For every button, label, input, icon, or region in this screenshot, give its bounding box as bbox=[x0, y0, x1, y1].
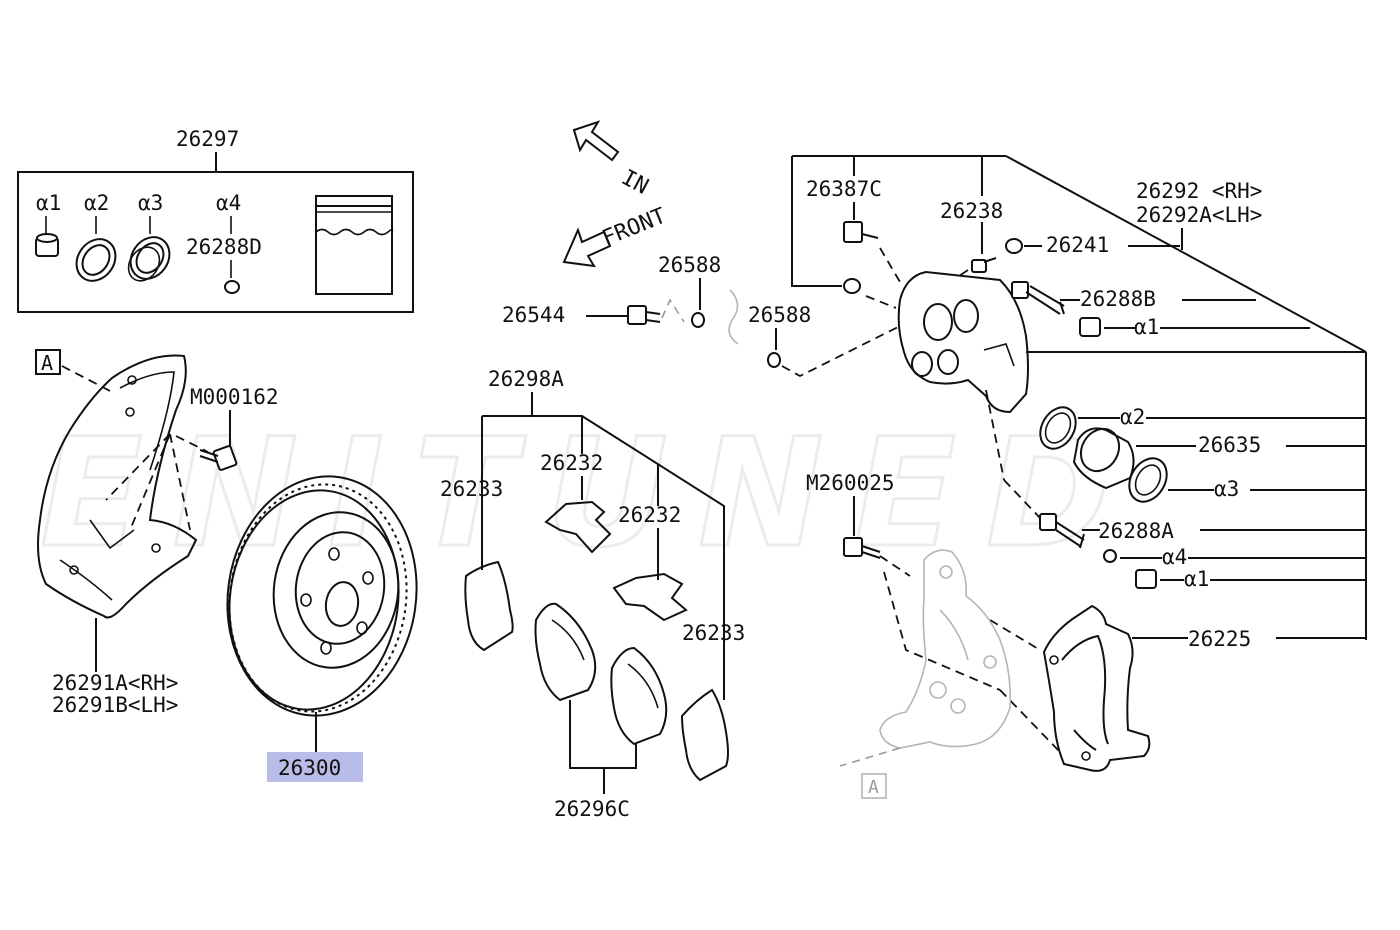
label-a1-upper[interactable]: α1 bbox=[1134, 315, 1159, 339]
caliper-assembly: 26387C 26238 26241 26292 <RH> 26292A<LH> bbox=[791, 155, 1367, 640]
label-a3-right[interactable]: α3 bbox=[1214, 477, 1239, 501]
grease-packet-icon bbox=[315, 195, 394, 295]
pad-left-part bbox=[534, 602, 597, 702]
label-26296c[interactable]: 26296C bbox=[554, 797, 630, 821]
label-26288d[interactable]: 26288D bbox=[186, 235, 262, 259]
caliper-body-part bbox=[897, 270, 1029, 414]
label-26233-left[interactable]: 26233 bbox=[440, 477, 503, 501]
label-in: IN bbox=[617, 165, 652, 200]
ref-a-bottom[interactable]: A bbox=[868, 777, 879, 798]
boot-a3-icon bbox=[127, 236, 171, 282]
label-26387c[interactable]: 26387C bbox=[806, 177, 882, 201]
label-26225[interactable]: 26225 bbox=[1188, 627, 1251, 651]
pad-kit-26298a: 26298A 26233 26232 26232 26233 26296C bbox=[440, 367, 745, 821]
kit-box-26297: 26297 α1 α2 α3 α4 26288D bbox=[17, 127, 414, 313]
clip-top-part bbox=[544, 500, 612, 554]
label-26291b[interactable]: 26291B<LH> bbox=[52, 693, 178, 717]
hose-fittings: 26544 26588 26588 bbox=[502, 253, 901, 378]
label-26292a[interactable]: 26292A<LH> bbox=[1136, 203, 1262, 227]
pad-right-part bbox=[610, 646, 668, 746]
caliper-bracket-part: 26225 bbox=[1042, 604, 1366, 772]
label-26300[interactable]: 26300 bbox=[278, 756, 341, 780]
label-26232-mid[interactable]: 26232 bbox=[618, 503, 681, 527]
ref-a-top[interactable]: A bbox=[41, 351, 53, 375]
label-m260025[interactable]: M260025 bbox=[806, 471, 895, 495]
label-26232-top[interactable]: 26232 bbox=[540, 451, 603, 475]
label-26635[interactable]: 26635 bbox=[1198, 433, 1261, 457]
knuckle-and-bolt: M260025 A bbox=[806, 471, 1061, 799]
shim-right-part bbox=[680, 688, 729, 782]
cap-a4-icon bbox=[224, 280, 240, 294]
dust-shield-part: A 26291A<RH> 26291B<LH> bbox=[35, 349, 198, 717]
label-a1-lower[interactable]: α1 bbox=[1184, 567, 1209, 591]
brake-rotor-part: 26300 bbox=[226, 475, 418, 782]
clip-mid-part bbox=[612, 572, 688, 622]
steering-knuckle-part bbox=[879, 549, 1012, 749]
label-26297[interactable]: 26297 bbox=[176, 127, 239, 151]
seal-ring-a2-icon bbox=[75, 238, 117, 282]
watermark: ENITUNED bbox=[40, 407, 1140, 581]
label-26291a[interactable]: 26291A<RH> bbox=[52, 671, 178, 695]
shim-left-part bbox=[464, 560, 514, 652]
bolt-m000162: M000162 bbox=[175, 385, 279, 471]
label-a4-box[interactable]: α4 bbox=[216, 191, 241, 215]
highlight-26300 bbox=[267, 752, 363, 782]
label-front: FRONT bbox=[599, 204, 670, 252]
label-m000162[interactable]: M000162 bbox=[190, 385, 279, 409]
label-26588-right[interactable]: 26588 bbox=[748, 303, 811, 327]
label-a2-box[interactable]: α2 bbox=[84, 191, 109, 215]
label-a4-right[interactable]: α4 bbox=[1162, 545, 1187, 569]
label-a1-box[interactable]: α1 bbox=[36, 191, 61, 215]
label-26288a[interactable]: 26288A bbox=[1098, 519, 1174, 543]
label-26588-top[interactable]: 26588 bbox=[658, 253, 721, 277]
label-26241[interactable]: 26241 bbox=[1046, 233, 1109, 257]
label-26233-right[interactable]: 26233 bbox=[682, 621, 745, 645]
label-26288b[interactable]: 26288B bbox=[1080, 287, 1156, 311]
label-26292[interactable]: 26292 <RH> bbox=[1136, 179, 1262, 203]
label-26298a[interactable]: 26298A bbox=[488, 367, 564, 391]
label-a2-right[interactable]: α2 bbox=[1120, 405, 1145, 429]
cap-nut-a1-icon bbox=[35, 233, 59, 257]
label-a3-box[interactable]: α3 bbox=[138, 191, 163, 215]
direction-in: IN bbox=[572, 120, 652, 200]
label-26544[interactable]: 26544 bbox=[502, 303, 565, 327]
label-26238[interactable]: 26238 bbox=[940, 199, 1003, 223]
direction-front: FRONT bbox=[562, 204, 670, 268]
